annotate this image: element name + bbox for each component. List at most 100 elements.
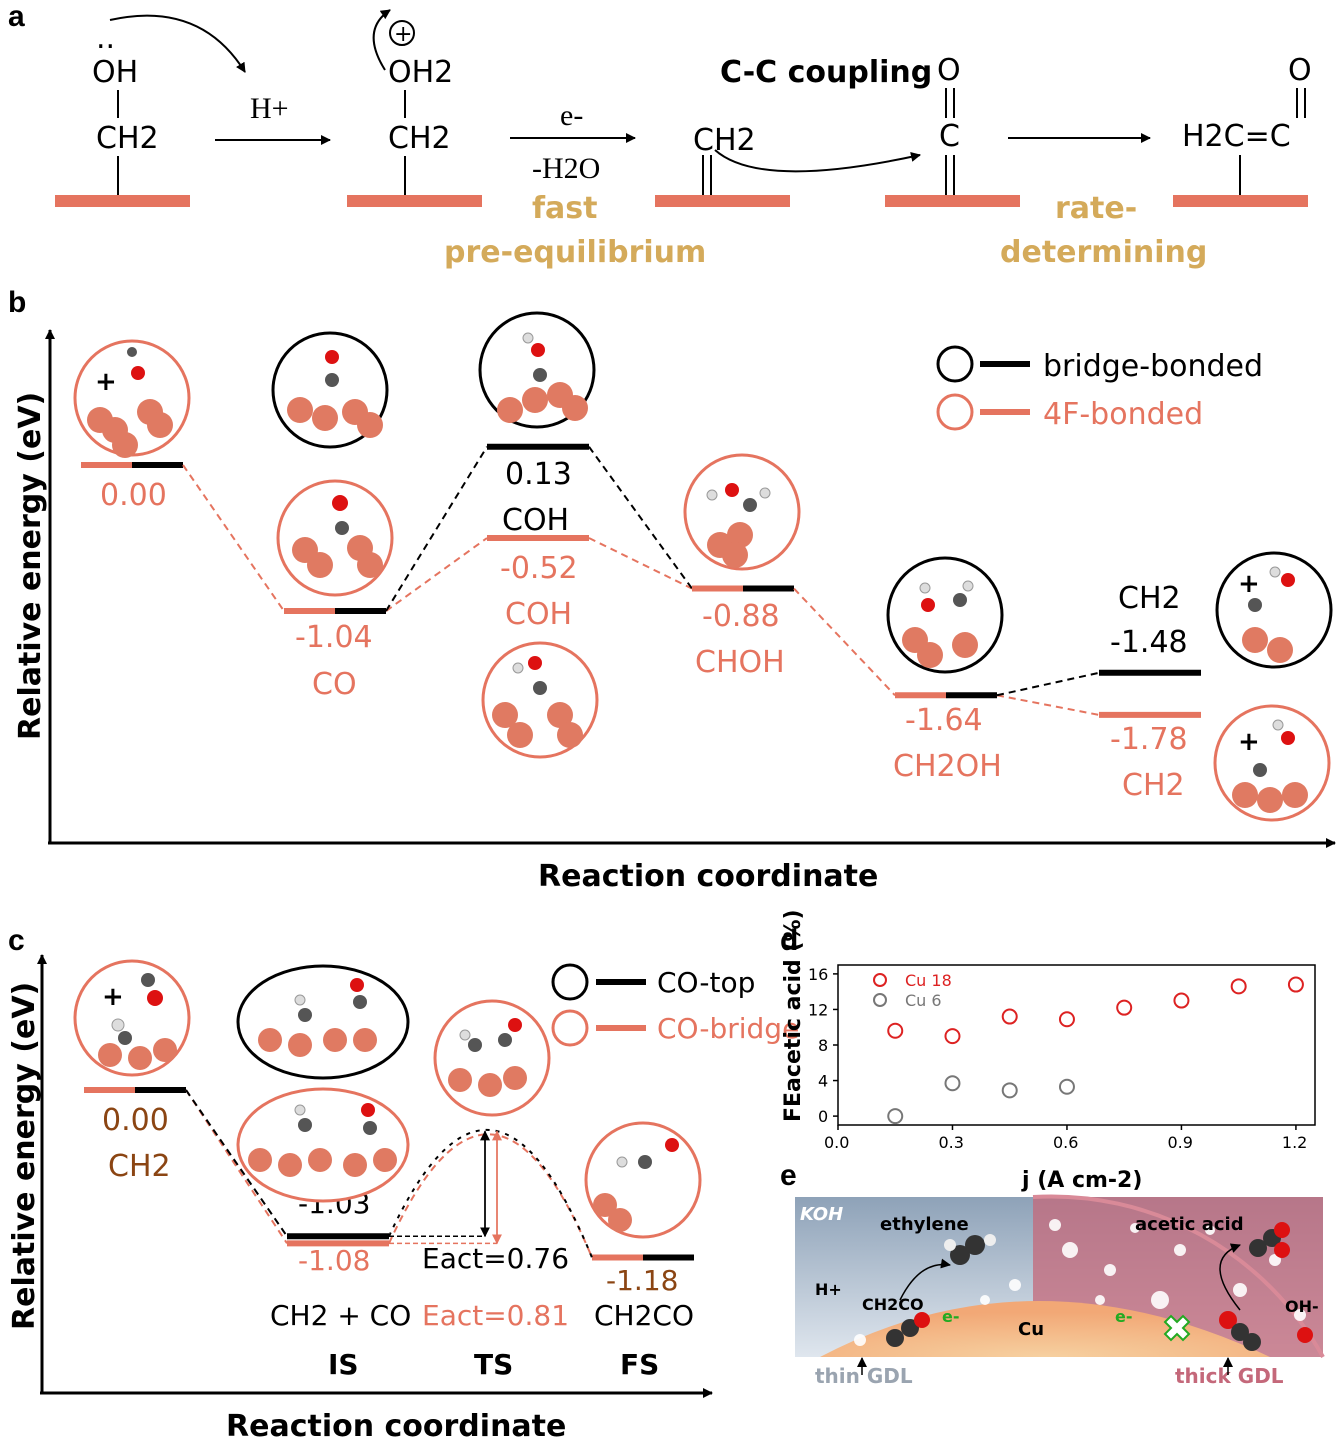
b-s3-value: -0.88 [702,599,780,634]
arrow1-label: H+ [250,92,289,125]
arrow2-label-bottom: -H2O [532,152,600,185]
c-structure-fs [584,1121,702,1239]
b-s2-bridge-value: 0.13 [505,457,572,492]
surface-2 [347,195,482,207]
e-cu-particle [820,1301,1270,1357]
b-structure-coh-bridge [478,311,596,429]
c-eact-bridge: Eact=0.81 [422,1299,569,1332]
panel-label-e: e [780,1159,797,1192]
c-is-species: CH2 + CO [270,1299,411,1332]
b-s4-species: CH2OH [893,749,1002,784]
c-legend-co-bridge: CO-bridge [657,1012,799,1045]
b-s1-species: CO [312,667,357,702]
b-s2-4f-species: COH [505,597,572,632]
d-legend-cu18: Cu 18 [905,971,952,990]
d-point-cu18 [1001,1008,1018,1025]
b-connector-4f-0 [182,464,285,612]
d-point-cu18 [1058,1011,1075,1028]
d-legend-cu18-marker [873,973,887,987]
d-point-cu18 [1116,999,1133,1016]
panel-c-coupling: Relative energy (eV) Reaction coordinate… [7,954,799,1439]
c-ts-label: TS [474,1348,513,1381]
d-point-cu6 [1001,1082,1018,1099]
b-y-label: Relative energy (eV) [13,392,48,740]
b-s4-value: -1.64 [905,703,983,738]
d-point-cu6 [887,1108,904,1125]
e-ch2co-left [886,1312,930,1347]
b-structure-choh [683,453,801,571]
svg-text:+: + [1238,727,1260,757]
b-s2-4f-value: -0.52 [500,551,578,586]
b-s1-value: -1.04 [295,620,373,655]
surface-1 [55,195,190,207]
c-curve-top [388,1128,593,1258]
e-oh-minus: OH- [1285,1297,1319,1316]
c-legend-circle-black [551,963,589,1001]
b-s2-bridge-species: COH [502,503,569,538]
d-x-label: j (A cm-2) [1021,1168,1142,1193]
s4-o: O [937,53,961,88]
determining-label: determining [1000,235,1207,270]
b-s0-value: 0.00 [100,478,167,513]
b-connector-4f-4 [996,694,1100,716]
c-legend-co-top: CO-top [657,966,755,999]
e-cu: Cu [1018,1319,1044,1340]
s1-bottom: CH2 [96,121,159,156]
e-e-minus-left: e- [942,1307,960,1326]
e-thin-gdl: thin GDL [815,1364,913,1388]
b-structure-co-4f [276,479,394,597]
d-point-cu18 [1287,976,1304,993]
c-energy-levels [84,1087,694,1261]
b-connector-4f-1 [385,537,488,612]
d-point-cu6 [1058,1078,1075,1095]
surface-5 [1173,195,1308,207]
s5-h2cc: H2C=C [1182,119,1291,154]
lone-pair: .. [96,21,115,56]
b-s5-4f-species: CH2 [1122,768,1185,803]
e-h-plus: H+ [815,1280,842,1299]
s2-top: OH2 [388,55,453,90]
cc-coupling-label: C-C coupling [720,55,932,90]
e-thick-gdl: thick GDL [1175,1364,1284,1388]
c-fs-species: CH2CO [594,1299,694,1332]
d-xtick-label: 0.0 [824,1133,849,1152]
b-connector-bridge-1 [385,446,488,612]
plus-circle [389,20,415,46]
panel-label-b: b [8,286,26,319]
curved-arrow-1 [109,14,246,73]
c-y-label: Relative energy (eV) [7,982,42,1330]
b-structure-co-bridge [271,331,389,449]
c-s0-species: CH2 [108,1149,171,1184]
panel-label-c: c [8,924,25,957]
e-acetic-molecule [1249,1222,1290,1258]
c-x-label: Reaction coordinate [226,1409,566,1439]
c-is-label: IS [328,1348,359,1381]
d-point-cu6 [944,1075,961,1092]
b-connector-4f-2 [588,537,693,590]
e-koh: KOH [800,1204,843,1225]
d-legend-cu6-marker [873,993,887,1007]
b-energy-levels [81,443,1201,718]
d-ytick-label: 8 [818,1036,828,1055]
panel-label-d: d [780,924,798,957]
d-ytick-label: 0 [818,1107,828,1126]
b-structure-0: + [73,339,191,458]
d-point-cu18 [1230,978,1247,995]
c-fs-value: -1.18 [606,1264,678,1297]
c-is-bridge: -1.08 [298,1244,370,1277]
svg-text:+: + [1238,569,1260,599]
e-cross-icon [1163,1314,1191,1342]
d-xtick-label: 0.6 [1053,1133,1078,1152]
panel-e-schematic: KOH ethylene acetic acid H+ CH2CO e- Cu … [795,1194,1325,1388]
c-curve-bridge [388,1133,593,1258]
b-structure-ch2-4f: + [1213,704,1331,822]
d-y-label: FEacetic acid (%) [781,909,806,1122]
b-connector-bridge-2 [588,446,693,590]
b-structure-ch2-bridge: + [1215,551,1333,669]
pre-equilibrium-label: pre-equilibrium [444,235,706,270]
e-ch2co: CH2CO [862,1295,924,1314]
rate-label: rate- [1055,191,1137,226]
b-connector-4f-3 [793,587,896,696]
